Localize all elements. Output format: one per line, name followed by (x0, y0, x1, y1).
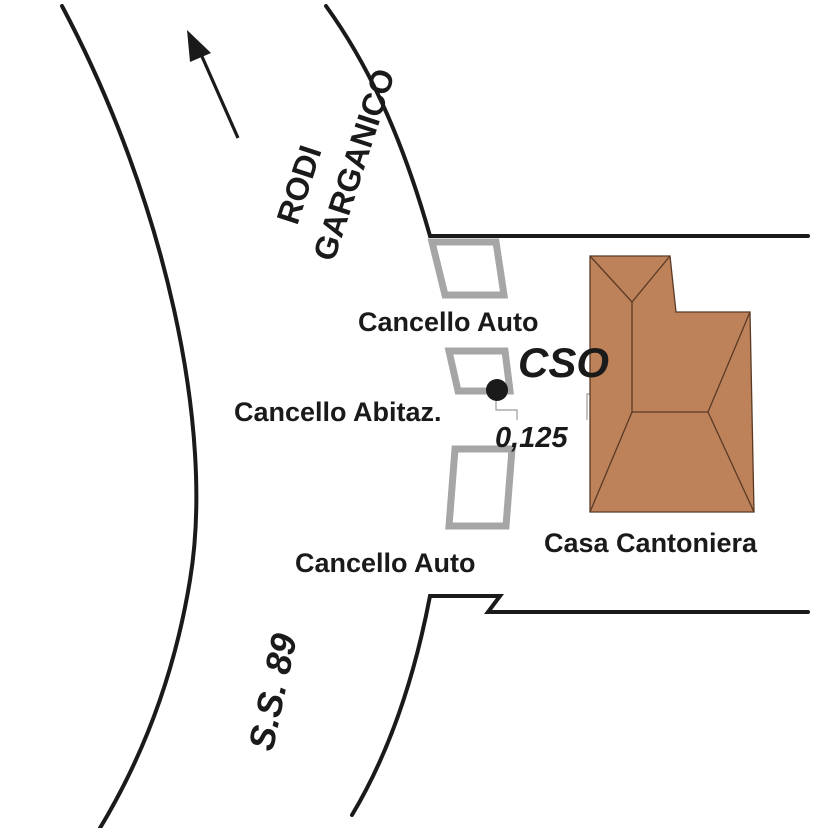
gate-auto-bottom-label: Cancello Auto (295, 548, 476, 578)
road-left-edge (60, 4, 199, 828)
measure-tick-left (495, 401, 518, 420)
gate-home-label: Cancello Abitaz. (234, 397, 442, 427)
house-label: Casa Cantoniera (544, 528, 758, 558)
arrow-up-left-icon (187, 30, 211, 62)
house-roof (589, 255, 755, 513)
cso-label: CSO (518, 339, 609, 386)
direction-arrow (187, 30, 240, 139)
road-right-edge-upper (324, 4, 810, 238)
town-label: RODI GARGANICO (270, 64, 402, 264)
gate-auto-bottom-shape (445, 445, 516, 530)
gate-auto-top-shape (427, 238, 509, 299)
distance-label: 0,125 (495, 422, 568, 454)
filled-circle-marker-icon (486, 379, 508, 401)
road-name-label: S.S. 89 (240, 630, 305, 754)
gate-auto-top-label: Cancello Auto (358, 307, 539, 337)
road-right-edge-lower (350, 594, 810, 817)
